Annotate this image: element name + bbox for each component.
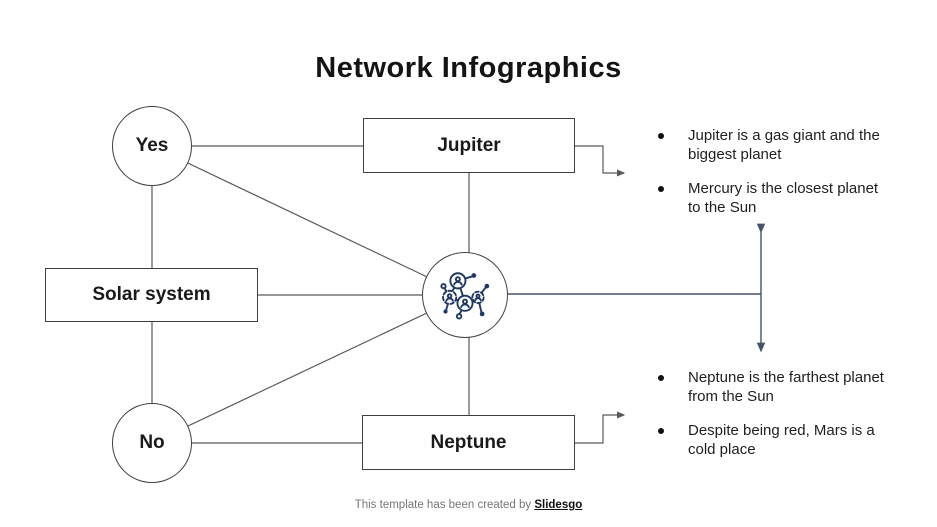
bullet-text: Despite being red, Mars is a cold place: [688, 422, 875, 458]
list-item: Mercury is the closest planet to the Sun: [652, 179, 902, 217]
node-no: No: [112, 403, 192, 483]
node-yes-label: Yes: [135, 135, 169, 156]
page-title: Network Infographics: [315, 52, 622, 84]
connector-no-hub: [151, 294, 466, 444]
bullet-list-bottom: Neptune is the farthest planet from the …: [652, 368, 902, 474]
node-jupiter: Jupiter: [363, 118, 575, 173]
node-solar-system: Solar system: [45, 268, 258, 322]
footer-brand-link[interactable]: Slidesgo: [534, 499, 583, 511]
connector-neptune-arrow: [575, 411, 626, 444]
bullet-list-top: Jupiter is a gas giant and the biggest p…: [652, 126, 902, 232]
connector-yes-hub: [151, 145, 466, 296]
list-item: Jupiter is a gas giant and the biggest p…: [652, 126, 902, 164]
list-item: Despite being red, Mars is a cold place: [652, 421, 902, 459]
bullet-dot: [658, 133, 664, 139]
connector-jupiter-arrow: [575, 145, 626, 177]
footer-text: This template has been created by: [354, 499, 535, 511]
node-neptune: Neptune: [362, 415, 575, 470]
network-people-icon: [440, 272, 490, 320]
bullet-dot: [658, 186, 664, 192]
bullet-text: Jupiter is a gas giant and the biggest p…: [688, 127, 880, 163]
node-jupiter-label: Jupiter: [437, 134, 501, 156]
bullet-text: Mercury is the closest planet to the Sun: [688, 180, 879, 216]
node-yes: Yes: [112, 106, 192, 186]
footer-attribution: This template has been created by Slides…: [0, 499, 937, 511]
node-no-label: No: [139, 432, 165, 453]
bullet-dot: [658, 428, 664, 434]
node-solar-system-label: Solar system: [92, 284, 211, 305]
node-neptune-label: Neptune: [430, 431, 507, 453]
bullet-dot: [658, 375, 664, 381]
bullet-text: Neptune is the farthest planet from the …: [688, 369, 884, 405]
list-item: Neptune is the farthest planet from the …: [652, 368, 902, 406]
node-hub: [422, 252, 508, 338]
